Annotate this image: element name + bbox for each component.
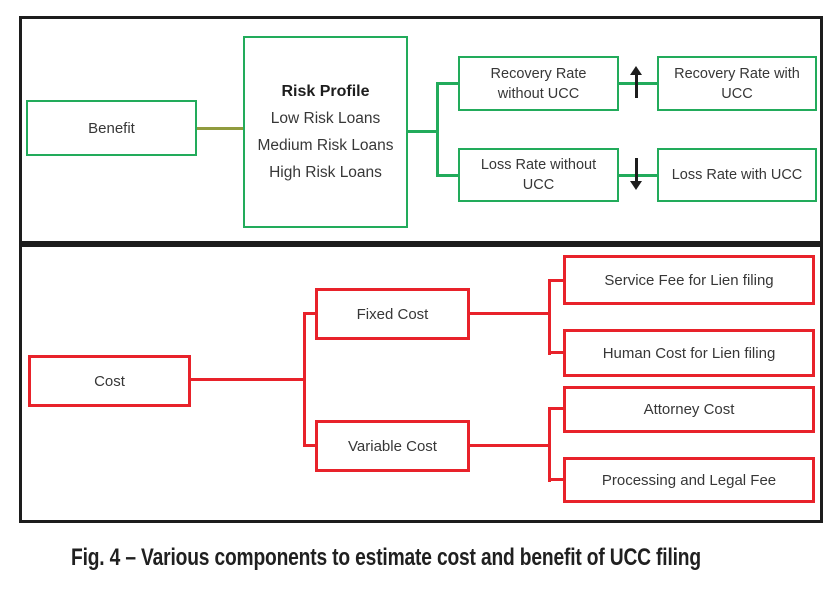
loss-with-ucc-label: Loss Rate with UCC — [671, 167, 803, 183]
risk-profile-title: Risk Profile — [281, 83, 370, 100]
benefit-panel — [19, 16, 823, 244]
risk-profile-item-low: Low Risk Loans — [270, 110, 381, 127]
risk-profile-item-high: High Risk Loans — [269, 164, 382, 181]
connector-stub-fixed — [303, 312, 315, 315]
arrow-head — [630, 181, 642, 190]
risk-profile-item-medium: Medium Risk Loans — [257, 137, 394, 154]
increase-arrow-icon — [630, 66, 643, 98]
connector-recovery-link — [618, 82, 658, 85]
variable-cost-label: Variable Cost — [348, 437, 437, 455]
loss-with-ucc-box: Loss Rate with UCC — [657, 148, 817, 202]
connector-fixed-elbow — [548, 279, 551, 355]
arrow-shaft — [635, 158, 638, 183]
connector-stub-attorney — [551, 407, 563, 410]
service-fee-label: Service Fee for Lien filing — [604, 271, 774, 289]
connector-stub-loss — [436, 174, 459, 177]
connector-stub-service-fee — [551, 279, 563, 282]
connector-loss-link — [618, 174, 658, 177]
connector-stub-processing — [551, 478, 563, 481]
benefit-label: Benefit — [88, 119, 135, 137]
arrow-head — [630, 66, 642, 75]
recovery-without-ucc-box: Recovery Rate without UCC — [458, 56, 619, 111]
recovery-without-ucc-label: Recovery Rate without UCC — [490, 65, 587, 102]
recovery-with-ucc-box: Recovery Rate with UCC — [657, 56, 817, 111]
benefit-box: Benefit — [26, 100, 197, 156]
loss-without-ucc-box: Loss Rate without UCC — [458, 148, 619, 202]
connector-cost-out — [191, 378, 303, 381]
processing-legal-fee-label: Processing and Legal Fee — [601, 471, 777, 489]
fixed-cost-box: Fixed Cost — [315, 288, 470, 340]
variable-cost-box: Variable Cost — [315, 420, 470, 472]
recovery-with-ucc-label: Recovery Rate with UCC — [674, 65, 800, 102]
human-cost-label: Human Cost for Lien filing — [602, 344, 776, 362]
figure-caption: Fig. 4 – Various components to estimate … — [71, 544, 701, 571]
connector-cost-elbow — [303, 312, 306, 447]
human-cost-box: Human Cost for Lien filing — [563, 329, 815, 377]
processing-legal-fee-box: Processing and Legal Fee — [563, 457, 815, 503]
connector-riskprofile-out — [407, 130, 438, 133]
attorney-cost-box: Attorney Cost — [563, 386, 815, 433]
connector-stub-variable — [303, 444, 315, 447]
arrow-shaft — [635, 73, 638, 98]
attorney-cost-label: Attorney Cost — [643, 401, 735, 418]
connector-stub-recovery — [436, 82, 459, 85]
risk-profile-box: Risk Profile Low Risk Loans Medium Risk … — [243, 36, 408, 228]
loss-without-ucc-label: Loss Rate without UCC — [480, 157, 597, 193]
connector-variable-out — [470, 444, 548, 447]
connector-benefit-elbow — [436, 82, 439, 177]
connector-benefit-riskprofile — [196, 127, 244, 130]
service-fee-box: Service Fee for Lien filing — [563, 255, 815, 305]
fixed-cost-label: Fixed Cost — [356, 305, 429, 323]
cost-box: Cost — [28, 355, 191, 407]
connector-variable-elbow — [548, 407, 551, 482]
decrease-arrow-icon — [630, 158, 643, 190]
connector-fixed-out — [470, 312, 548, 315]
cost-label: Cost — [94, 372, 125, 390]
connector-stub-human-cost — [551, 351, 563, 354]
cost-panel — [19, 244, 823, 523]
